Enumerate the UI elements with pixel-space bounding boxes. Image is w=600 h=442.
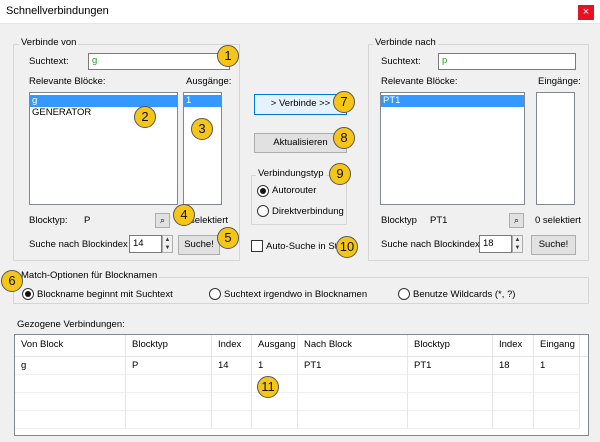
table-cell: g	[15, 357, 126, 375]
arrow-down-icon[interactable]: ▼	[164, 245, 171, 251]
table-cell: 1	[534, 357, 580, 375]
auto-search-label: Auto-Suche in Str	[266, 241, 336, 252]
connect-from-group	[13, 44, 240, 261]
list-item[interactable]: g	[30, 95, 177, 107]
source-search-button[interactable]: Suche!	[178, 235, 220, 255]
callout-badge-11: 11	[257, 376, 279, 398]
source-blocks-list[interactable]: g GENERATOR	[29, 92, 178, 205]
auto-search-checkbox[interactable]	[251, 240, 263, 252]
target-blocktype-label: Blocktyp	[381, 215, 417, 226]
connect-from-legend: Verbinde von	[19, 37, 79, 48]
match-wildcards-label: Benutze Wildcards (*, ?)	[413, 289, 516, 300]
table-header: Von Block Blocktyp Index Ausgang Nach Bl…	[15, 335, 588, 357]
title-bar: Schnellverbindungen ×	[0, 0, 600, 24]
match-begins-label: Blockname beginnt mit Suchtext	[37, 289, 173, 300]
target-blocktype-value: PT1	[430, 215, 448, 226]
callout-badge-2: 2	[134, 106, 156, 128]
binoculars-icon[interactable]: ⌕	[155, 213, 170, 228]
inputs-list[interactable]	[536, 92, 575, 205]
arrow-up-icon[interactable]: ▲	[514, 237, 521, 243]
inputs-label: Eingänge:	[538, 76, 581, 87]
column-header[interactable]: Index	[493, 335, 534, 356]
target-search-button[interactable]: Suche!	[531, 235, 576, 255]
direct-connection-radio[interactable]	[257, 205, 269, 217]
column-header[interactable]: Von Block	[15, 335, 126, 356]
callout-badge-6: 6	[1, 270, 23, 292]
autorouter-label: Autorouter	[272, 185, 317, 196]
autorouter-radio[interactable]	[257, 185, 269, 197]
source-search-input[interactable]: g	[88, 53, 230, 70]
column-header[interactable]: Ausgang	[252, 335, 298, 356]
outputs-label: Ausgänge:	[186, 76, 232, 87]
connect-button[interactable]: > Verbinde >>	[254, 94, 347, 115]
target-blocks-list[interactable]: PT1	[380, 92, 525, 205]
match-anywhere-radio[interactable]	[209, 288, 221, 300]
blocktype-value: P	[84, 215, 91, 226]
list-item[interactable]: GENERATOR	[32, 107, 92, 118]
callout-badge-10: 10	[336, 236, 358, 258]
close-icon[interactable]: ×	[578, 5, 594, 20]
arrow-up-icon[interactable]: ▲	[164, 237, 171, 243]
drawn-connections-label: Gezogene Verbindungen:	[17, 319, 125, 330]
callout-badge-4: 4	[173, 204, 195, 226]
source-blockindex-input[interactable]: 14	[129, 235, 162, 253]
binoculars-icon[interactable]: ⌕	[509, 213, 524, 228]
inputs-selected-text: 0 selektiert	[535, 215, 581, 226]
target-search-label: Suchtext:	[381, 56, 421, 67]
target-blockindex-stepper[interactable]: ▲ ▼	[512, 235, 523, 253]
connection-type-legend: Verbindungstyp	[256, 168, 326, 179]
target-relevant-blocks-label: Relevante Blöcke:	[381, 76, 458, 87]
column-header[interactable]: Blocktyp	[408, 335, 493, 356]
refresh-button[interactable]: Aktualisieren	[254, 133, 347, 153]
table-cell: 14	[212, 357, 252, 375]
callout-badge-1: 1	[217, 45, 239, 67]
match-anywhere-label: Suchtext irgendwo in Blocknamen	[224, 289, 368, 300]
table-cell: 1	[252, 357, 298, 375]
table-cell: PT1	[298, 357, 408, 375]
table-row	[15, 375, 588, 393]
table-cell: PT1	[408, 357, 493, 375]
callout-badge-9: 9	[329, 163, 351, 185]
blockindex-label: Suche nach Blockindex	[29, 239, 128, 250]
arrow-down-icon[interactable]: ▼	[514, 245, 521, 251]
outputs-list[interactable]: 1	[183, 92, 222, 205]
window-title: Schnellverbindungen	[6, 5, 109, 17]
column-header[interactable]: Nach Block	[298, 335, 408, 356]
search-text-label: Suchtext:	[29, 56, 69, 67]
direct-connection-label: Direktverbindung	[272, 206, 344, 217]
connect-to-group	[368, 44, 589, 261]
list-item[interactable]: PT1	[381, 95, 524, 107]
target-blockindex-label: Suche nach Blockindex	[381, 239, 480, 250]
table-cell: 18	[493, 357, 534, 375]
source-blockindex-stepper[interactable]: ▲ ▼	[162, 235, 173, 253]
table-cell: P	[126, 357, 212, 375]
relevant-blocks-label: Relevante Blöcke:	[29, 76, 106, 87]
callout-badge-3: 3	[191, 118, 213, 140]
table-row	[15, 393, 588, 411]
connect-to-legend: Verbinde nach	[373, 37, 438, 48]
column-header[interactable]: Index	[212, 335, 252, 356]
list-item[interactable]: 1	[184, 95, 221, 107]
callout-badge-7: 7	[333, 91, 355, 113]
target-blockindex-input[interactable]: 18	[479, 235, 512, 253]
match-wildcards-radio[interactable]	[398, 288, 410, 300]
match-options-legend: Match-Optionen für Blocknamen	[19, 270, 160, 281]
table-row[interactable]: g P 14 1 PT1 PT1 18 1	[15, 357, 588, 375]
connections-table[interactable]: Von Block Blocktyp Index Ausgang Nach Bl…	[14, 334, 589, 436]
match-begins-radio[interactable]	[22, 288, 34, 300]
outputs-selected-text: selektiert	[190, 215, 229, 226]
callout-badge-5: 5	[217, 227, 239, 249]
blocktype-label: Blocktyp:	[29, 215, 68, 226]
target-search-input[interactable]: p	[438, 53, 576, 70]
column-header[interactable]: Eingang	[534, 335, 580, 356]
table-row	[15, 411, 588, 429]
column-header[interactable]: Blocktyp	[126, 335, 212, 356]
callout-badge-8: 8	[333, 127, 355, 149]
